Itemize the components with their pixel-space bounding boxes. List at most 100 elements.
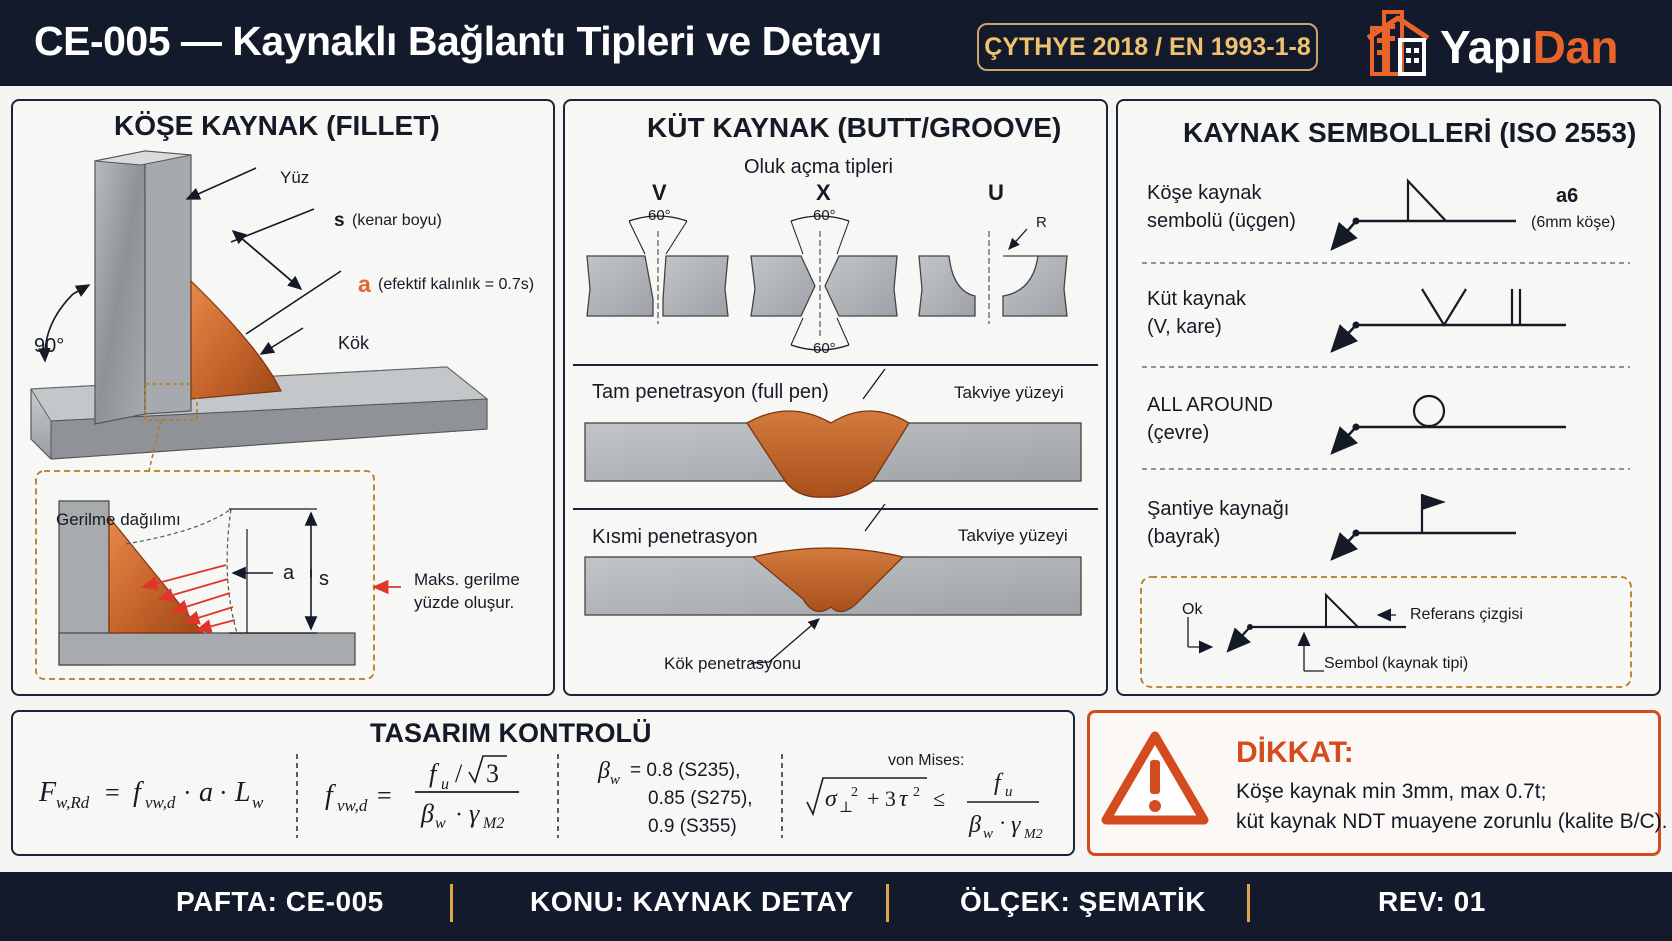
- v-groove-symbol: [1421, 288, 1467, 328]
- label-a-desc: (efektif kalınlık = 0.7s): [378, 276, 535, 293]
- symbol-row-3-l2: (çevre): [1147, 422, 1210, 444]
- legend-sembol-desc: (kaynak tipi): [1382, 655, 1469, 672]
- full-pen-weld: [746, 410, 910, 498]
- legend-sembol: Sembol: [1324, 655, 1379, 672]
- svg-text:f: f: [994, 770, 1004, 796]
- stress-detail-box: [35, 470, 375, 680]
- reinforcement-label-2: Takviye yüzeyi: [958, 526, 1068, 545]
- footer-olcek: ÖLÇEK: ŞEMATİK: [960, 886, 1207, 917]
- partial-pen-weld: [751, 547, 905, 613]
- symbols-title: KAYNAK SEMBOLLERİ (ISO 2553): [1183, 117, 1637, 148]
- warning-triangle-icon: [1101, 731, 1209, 825]
- svg-text:w: w: [983, 826, 993, 842]
- svg-text:β: β: [420, 799, 434, 828]
- radius-label: R: [1036, 214, 1047, 231]
- beta-value-3: 0.9 (S355): [648, 816, 737, 837]
- all-around-circle-symbol: [1412, 394, 1446, 428]
- groove-subtitle: Oluk açma tipleri: [744, 156, 893, 178]
- svg-text:=: =: [105, 778, 120, 807]
- weld-symbols-drawing: [1140, 178, 1632, 688]
- footer-rev: REV: 01: [1378, 886, 1486, 917]
- stress-title: Gerilme dağılımı: [56, 510, 181, 529]
- symbol-row-4-l2: (bayrak): [1147, 526, 1221, 548]
- label-angle: 90°: [34, 335, 65, 357]
- svg-text:2: 2: [913, 785, 920, 800]
- beta-value-2: 0.85 (S275),: [648, 788, 753, 809]
- svg-text:=: =: [377, 781, 392, 810]
- fillet-size-label: a6: [1556, 185, 1579, 207]
- svg-text:vw,d: vw,d: [337, 796, 368, 815]
- svg-text:≤: ≤: [933, 786, 945, 811]
- stress-label-a: a: [283, 562, 295, 584]
- warning-line-2: küt kaynak NDT muayene zorunlu (kalite B…: [1236, 810, 1668, 833]
- svg-text:β: β: [968, 812, 981, 838]
- svg-text:2: 2: [851, 785, 858, 800]
- design-check-panel: [11, 710, 1075, 856]
- fillet-symbol-triangle: [1406, 178, 1447, 222]
- root-pen-label: Kök penetrasyonu: [664, 654, 802, 673]
- svg-text:M2: M2: [482, 815, 504, 832]
- footer-separator: [1247, 884, 1250, 922]
- groove-type-x: X: [816, 180, 831, 205]
- symbol-row-4-l1: Şantiye kaynağı: [1147, 498, 1290, 520]
- von-mises-label: von Mises:: [888, 752, 965, 769]
- svg-text:u: u: [1005, 784, 1013, 800]
- svg-text:τ: τ: [899, 786, 909, 812]
- svg-text:w: w: [435, 815, 446, 832]
- svg-text:u: u: [441, 776, 449, 793]
- yapidan-logo: YapıDan: [1362, 8, 1662, 84]
- full-pen-label: Tam penetrasyon (full pen): [592, 381, 829, 403]
- warning-title: DİKKAT:: [1236, 736, 1354, 769]
- legend-ref: Referans çizgisi: [1410, 606, 1523, 623]
- symbol-row-2-l2: (V, kare): [1147, 316, 1222, 338]
- label-a-sym: a: [358, 271, 371, 297]
- fillet-joint-drawing: [30, 150, 489, 680]
- vertical-plate: [94, 150, 146, 425]
- max-stress-note-2: yüzde oluşur.: [414, 593, 515, 612]
- root-detail-box: [144, 383, 198, 421]
- svg-text:L: L: [234, 777, 251, 808]
- svg-text:a: a: [199, 777, 213, 808]
- svg-text:w,Rd: w,Rd: [56, 793, 90, 812]
- footer-separator: [450, 884, 453, 922]
- fillet-size-desc: (6mm köşe): [1531, 214, 1616, 231]
- footer-pafta: PAFTA: CE-005: [176, 886, 384, 917]
- svg-text:f: f: [133, 777, 144, 808]
- symbol-legend-box: [1140, 576, 1632, 688]
- page-title: CE-005 — Kaynaklı Bağlantı Tipleri ve De…: [34, 18, 882, 64]
- label-s-sym: s: [334, 210, 345, 231]
- svg-text:·: ·: [455, 802, 463, 828]
- svg-text:γ: γ: [1011, 812, 1021, 838]
- standard-badge: ÇYTHYE 2018 / EN 1993-1-8: [977, 23, 1318, 71]
- symbol-row-2-l1: Küt kaynak: [1147, 288, 1246, 310]
- label-yuz: Yüz: [280, 168, 310, 187]
- svg-text:f: f: [325, 780, 336, 811]
- svg-text:⊥: ⊥: [839, 800, 853, 816]
- footer-separator: [886, 884, 889, 922]
- fillet-title: KÖŞE KAYNAK (FILLET): [114, 110, 440, 141]
- svg-text:σ: σ: [825, 786, 838, 812]
- warning-line-1: Köşe kaynak min 3mm, max 0.7t;: [1236, 780, 1547, 803]
- groove-type-u: U: [988, 180, 1004, 205]
- legend-ok: Ok: [1182, 601, 1203, 618]
- butt-weld-drawing: [573, 215, 1098, 664]
- svg-text:M2: M2: [1023, 827, 1043, 842]
- svg-text:f: f: [429, 759, 440, 788]
- svg-text:+ 3: + 3: [867, 786, 896, 811]
- beta-symbol: βw: [598, 758, 620, 788]
- fillet-weld-bead: [190, 279, 282, 400]
- svg-text:vw,d: vw,d: [145, 793, 176, 812]
- design-title: TASARIM KONTROLÜ: [370, 718, 652, 748]
- svg-text:F: F: [38, 777, 57, 808]
- symbol-row-1-l1: Köşe kaynak: [1147, 182, 1262, 204]
- symbol-row-1-l2: sembolü (üçgen): [1147, 210, 1296, 232]
- footer-bar: [0, 872, 1672, 941]
- beta-value-1: = 0.8 (S235),: [630, 760, 741, 781]
- header-bar: [0, 0, 1672, 86]
- svg-text:3: 3: [486, 759, 499, 788]
- field-weld-flag-symbol: [1422, 494, 1446, 510]
